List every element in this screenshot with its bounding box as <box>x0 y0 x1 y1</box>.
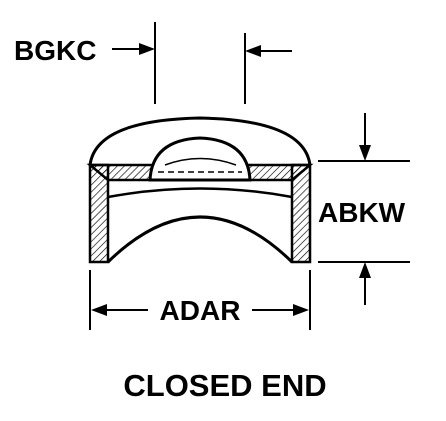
cap-bottom-arc <box>106 215 294 264</box>
label-adar: ADAR <box>160 295 241 326</box>
cap-inner-curve <box>107 187 293 199</box>
adar-arrowhead-right <box>293 304 309 316</box>
abkw-arrowhead-top <box>359 145 371 161</box>
cap-right-wall <box>290 163 312 264</box>
abkw-arrowhead-bottom <box>359 262 371 278</box>
label-bgkc: BGKC <box>14 35 96 66</box>
center-bump-inner <box>164 157 237 166</box>
bgkc-arrowhead-right <box>245 45 261 57</box>
cap-left-wall <box>88 163 110 264</box>
cap-dome-outline <box>88 116 312 166</box>
label-abkw: ABKW <box>318 197 406 228</box>
adar-arrowhead-left <box>91 304 107 316</box>
bgkc-arrowhead-left <box>139 43 155 55</box>
figure-caption: CLOSED END <box>123 368 326 403</box>
